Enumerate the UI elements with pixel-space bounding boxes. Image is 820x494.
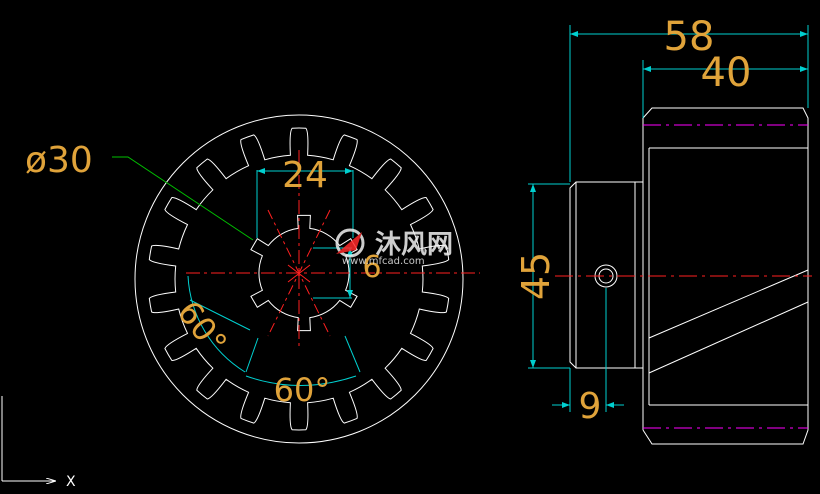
watermark: 沐风网 www.mfcad.com <box>335 228 453 267</box>
dimension-text-24: 24 <box>282 155 328 196</box>
dimension-text-58: 58 <box>664 14 715 60</box>
dimension-text-6: 6 <box>362 250 381 285</box>
ucs-x-label: X <box>66 474 76 490</box>
front-view: 24 6 ø30 60° 60° <box>25 114 480 444</box>
hub <box>569 181 643 369</box>
center-mark <box>186 150 480 350</box>
pitch-lines <box>643 124 808 429</box>
dimension-text-angle-left: 60° <box>170 294 235 362</box>
gear-teeth-profile <box>148 127 450 431</box>
dimension-text-diameter: ø30 <box>25 140 93 181</box>
watermark-logo-icon <box>335 228 365 258</box>
diameter-leader <box>112 156 254 241</box>
dimension-text-45: 45 <box>514 252 558 300</box>
watermark-brand: 沐风网 <box>375 230 453 260</box>
ucs-icon <box>1 396 56 481</box>
dimension-text-40: 40 <box>701 50 752 96</box>
dimension-45 <box>528 183 570 369</box>
angle-dimension-lines <box>187 275 361 386</box>
dimension-text-9: 9 <box>579 386 602 427</box>
dimension-24 <box>256 168 354 238</box>
dimension-9 <box>552 288 624 412</box>
dimension-40 <box>642 60 808 118</box>
dimension-58 <box>569 25 809 182</box>
gear-outer-circle <box>134 114 464 444</box>
side-view: 58 40 45 9 <box>514 14 812 445</box>
gear-body <box>642 107 809 445</box>
watermark-domain: www.mfcad.com <box>342 256 425 267</box>
dimension-text-angle-bottom: 60° <box>274 371 331 409</box>
spline-hole <box>250 214 358 332</box>
